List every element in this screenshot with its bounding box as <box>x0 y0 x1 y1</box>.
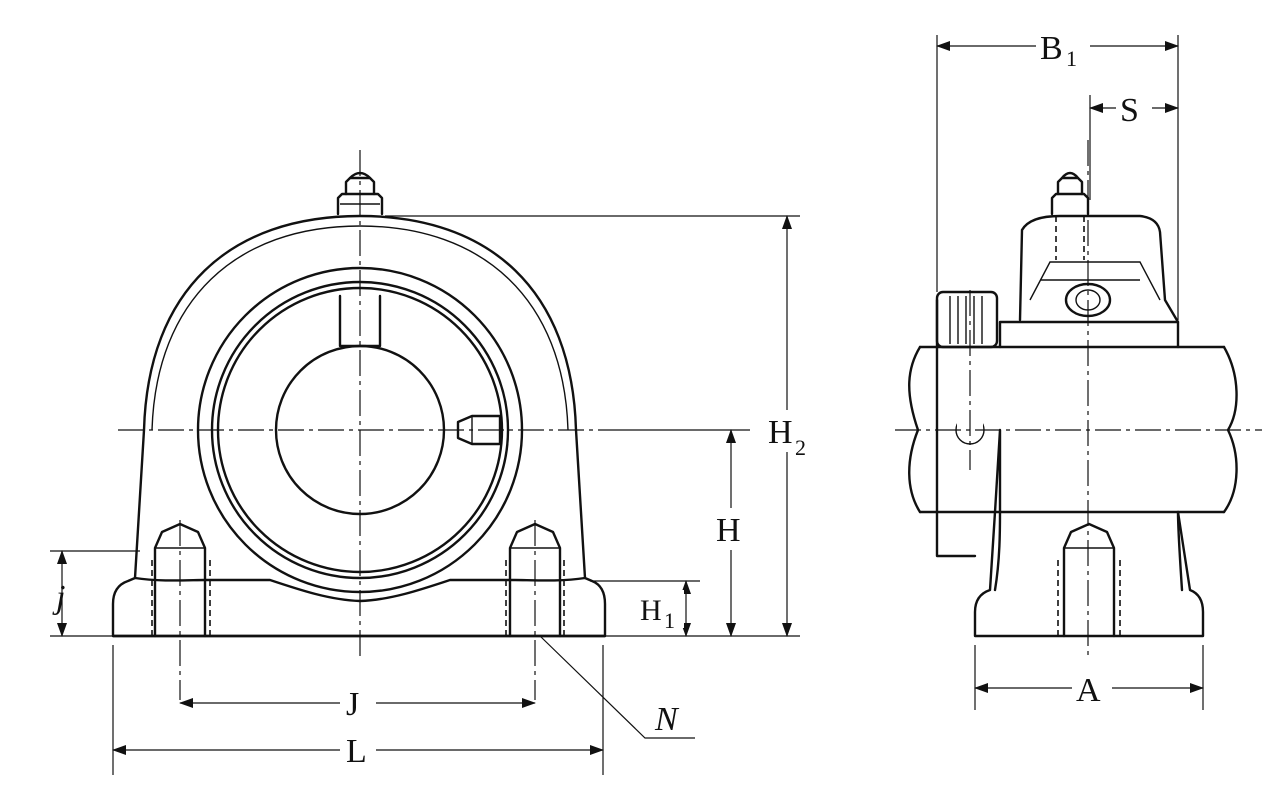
collar <box>935 298 977 558</box>
label-L: L <box>346 733 367 770</box>
label-h: H <box>716 512 741 549</box>
grease-channel <box>338 294 382 348</box>
label-s: S <box>1120 92 1139 129</box>
label-N: N <box>654 701 680 738</box>
label-h2: H <box>768 414 793 451</box>
side-bolt <box>1057 522 1121 638</box>
label-j-small: j <box>52 579 65 616</box>
side-hidden-channel <box>1055 216 1085 260</box>
label-h2-sub: 2 <box>795 435 806 460</box>
side-view: B 1 S A <box>895 26 1262 710</box>
housing-inner-curve <box>151 225 569 431</box>
side-grease-nipple <box>1050 171 1090 216</box>
leader-n <box>539 635 695 739</box>
lock-collar <box>935 290 999 349</box>
label-b1: B <box>1040 30 1063 67</box>
side-cap <box>1018 214 1180 349</box>
label-a: A <box>1076 672 1101 709</box>
side-housing <box>973 428 1205 638</box>
label-b1-sub: 1 <box>1066 46 1077 71</box>
front-view: H 2 H H 1 j J L N <box>50 150 814 775</box>
label-h1-sub: 1 <box>664 608 675 633</box>
label-J: J <box>346 686 359 723</box>
label-h1: H <box>640 594 662 627</box>
